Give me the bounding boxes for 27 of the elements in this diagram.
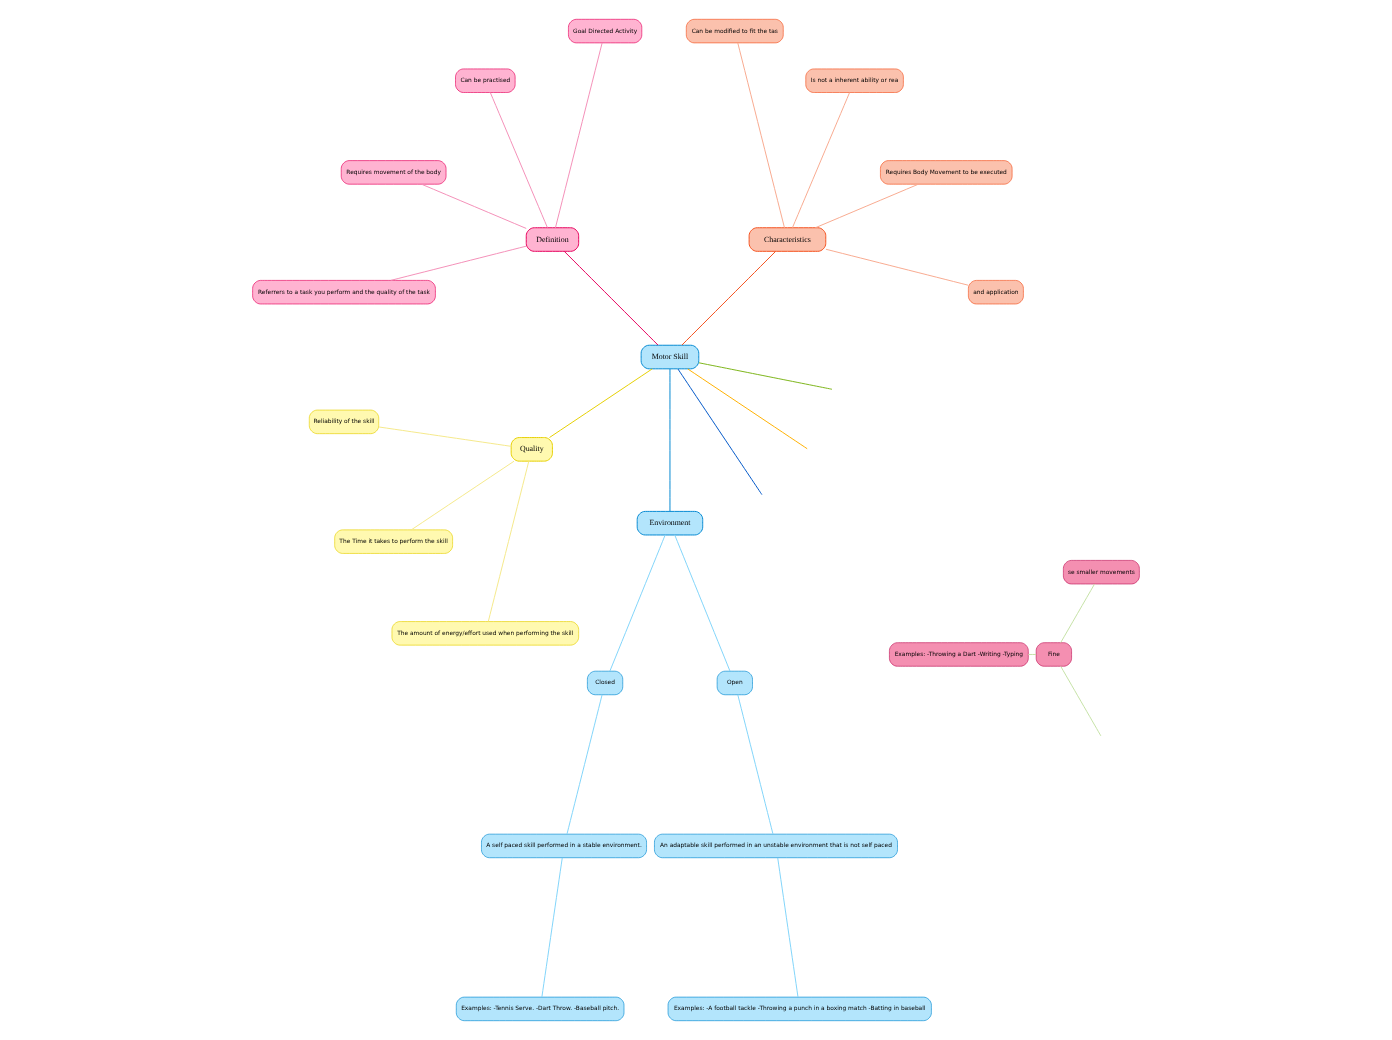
connector bbox=[421, 183, 527, 229]
connector bbox=[674, 534, 731, 672]
connector bbox=[815, 183, 919, 229]
connector bbox=[609, 534, 666, 672]
connector bbox=[737, 694, 774, 835]
connector bbox=[825, 248, 969, 286]
connector bbox=[566, 694, 603, 835]
connector bbox=[410, 460, 515, 531]
connector bbox=[681, 251, 776, 346]
connector bbox=[487, 460, 530, 622]
connector bbox=[378, 426, 512, 447]
connector bbox=[541, 857, 563, 998]
connector bbox=[563, 251, 659, 346]
connector bbox=[489, 92, 548, 229]
connector bbox=[777, 857, 799, 998]
connector bbox=[554, 42, 603, 229]
connector bbox=[677, 368, 763, 496]
connector bbox=[737, 42, 785, 229]
connector bbox=[1060, 665, 1102, 737]
connector bbox=[1028, 654, 1037, 655]
connector bbox=[687, 368, 808, 450]
connector bbox=[792, 92, 851, 229]
connector bbox=[669, 368, 671, 512]
connector bbox=[1060, 583, 1095, 643]
connector bbox=[698, 362, 833, 390]
connector bbox=[390, 245, 527, 281]
connector bbox=[549, 368, 653, 438]
